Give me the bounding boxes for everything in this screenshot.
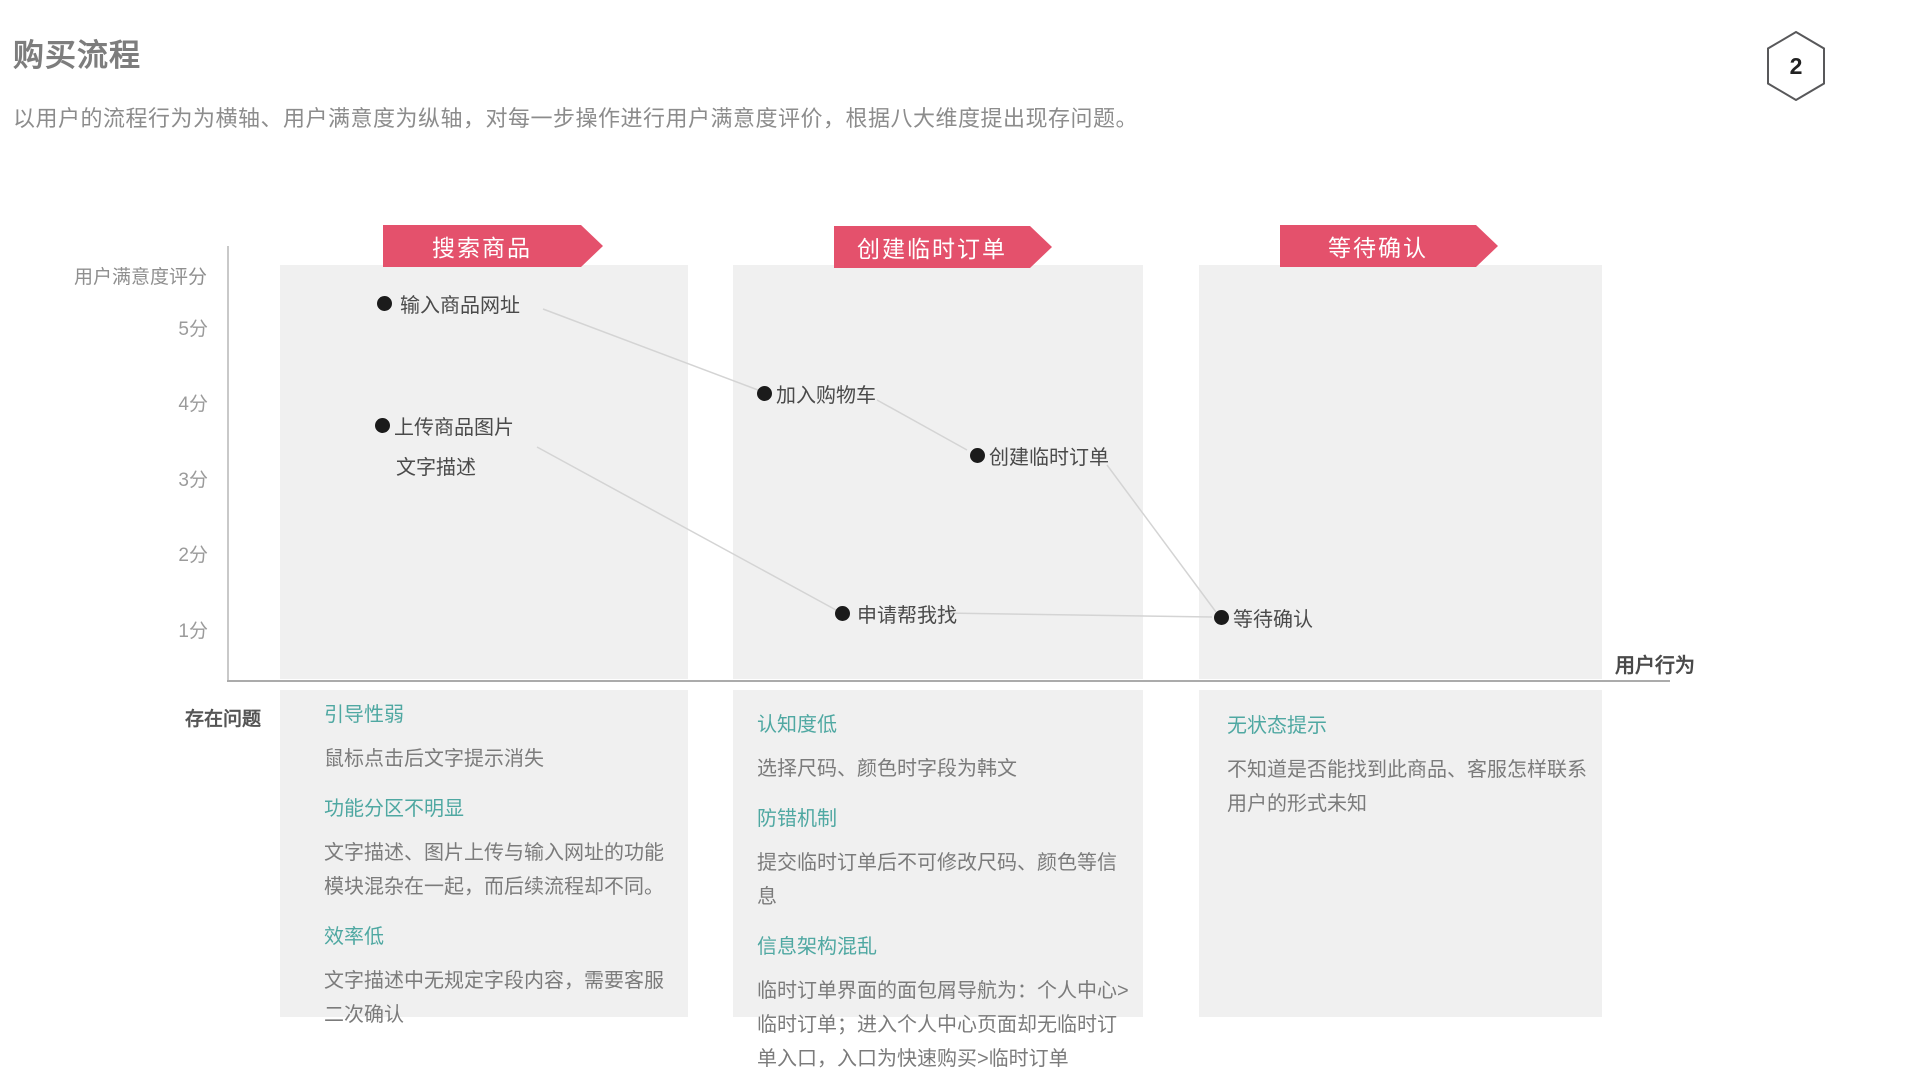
y-tick-2: 2分 <box>178 545 208 566</box>
x-axis-line <box>227 680 1670 682</box>
phase1-problems-panel <box>280 690 688 1017</box>
point-label: 加入购物车 <box>776 384 876 407</box>
page-subtitle: 以用户的流程行为为横轴、用户满意度为纵轴，对每一步操作进行用户满意度评价，根据八… <box>13 106 1139 131</box>
y-axis-line <box>227 246 229 682</box>
problem-body: 提交临时订单后不可修改尺码、颜色等信息 <box>757 852 1117 908</box>
point-dot-icon <box>1214 609 1229 625</box>
problem-body: 文字描述中无规定字段内容，需要客服二次确认 <box>324 970 664 1026</box>
point-dot-icon <box>970 447 985 463</box>
problem-heading: 功能分区不明显 <box>324 798 464 820</box>
y-tick-3: 3分 <box>178 470 208 491</box>
y-tick-5: 5分 <box>178 319 208 340</box>
y-tick-4: 4分 <box>178 394 208 415</box>
problems-column-3: 无状态提示 不知道是否能找到此商品、客服怎样联系用户的形式未知 <box>1227 712 1601 840</box>
phase-banner-temp-order: 创建临时订单 <box>834 226 1052 268</box>
problems-column-2: 认知度低 选择尺码、颜色时字段为韩文 防错机制 提交临时订单后不可修改尺码、颜色… <box>757 711 1129 1080</box>
problem-body: 选择尺码、颜色时字段为韩文 <box>757 758 1017 780</box>
point-label: 输入商品网址 <box>400 294 520 317</box>
y-tick-1: 1分 <box>178 621 208 642</box>
hexagon-icon <box>1767 30 1825 102</box>
point-dot-icon <box>835 605 850 621</box>
page-title: 购买流程 <box>13 38 141 73</box>
problem-heading: 防错机制 <box>757 808 837 830</box>
problem-heading: 效率低 <box>324 926 384 948</box>
point-label: 创建临时订单 <box>989 446 1109 469</box>
problems-row-label: 存在问题 <box>185 709 262 730</box>
journey-point: 创建临时订单 <box>970 443 1109 469</box>
problem-heading: 引导性弱 <box>324 704 404 726</box>
problem-heading: 认知度低 <box>757 714 837 736</box>
point-dot-icon <box>377 295 392 311</box>
point-label: 上传商品图片 <box>394 416 514 439</box>
problem-heading: 信息架构混乱 <box>757 936 877 958</box>
phase-banner-wait-confirm: 等待确认 <box>1280 225 1498 267</box>
journey-point: 等待确认 <box>1214 605 1313 631</box>
problem-body: 临时订单界面的面包屑导航为：个人中心>临时订单；进入个人中心页面却无临时订单入口… <box>757 980 1129 1070</box>
problem-body: 文字描述、图片上传与输入网址的功能模块混杂在一起，而后续流程却不同。 <box>324 842 664 898</box>
journey-point: 输入商品网址 <box>377 291 520 317</box>
page-number-badge: 2 <box>1765 30 1827 102</box>
journey-point: 上传商品图片 <box>375 413 514 439</box>
problem-body: 鼠标点击后文字提示消失 <box>324 748 544 770</box>
problem-body: 不知道是否能找到此商品、客服怎样联系用户的形式未知 <box>1227 759 1587 815</box>
phase-banner-search: 搜索商品 <box>383 225 603 267</box>
point-sublabel: 文字描述 <box>396 457 476 479</box>
point-label: 等待确认 <box>1233 608 1313 631</box>
y-axis-label: 用户满意度评分 <box>73 267 207 288</box>
point-dot-icon <box>757 385 772 401</box>
problems-column-1: 引导性弱 鼠标点击后文字提示消失 功能分区不明显 文字描述、图片上传与输入网址的… <box>324 701 674 1051</box>
phase1-chart-panel <box>280 265 688 679</box>
phase3-problems-panel <box>1199 690 1602 1017</box>
x-axis-label: 用户行为 <box>1615 655 1695 677</box>
phase2-problems-panel <box>733 690 1143 1017</box>
page-number: 2 <box>1789 52 1803 79</box>
phase3-chart-panel <box>1199 265 1602 679</box>
problem-heading: 无状态提示 <box>1227 715 1327 737</box>
point-dot-icon <box>375 417 390 433</box>
point-label: 申请帮我找 <box>857 604 957 627</box>
journey-point: 加入购物车 <box>757 381 876 407</box>
journey-point: 申请帮我找 <box>835 601 957 627</box>
